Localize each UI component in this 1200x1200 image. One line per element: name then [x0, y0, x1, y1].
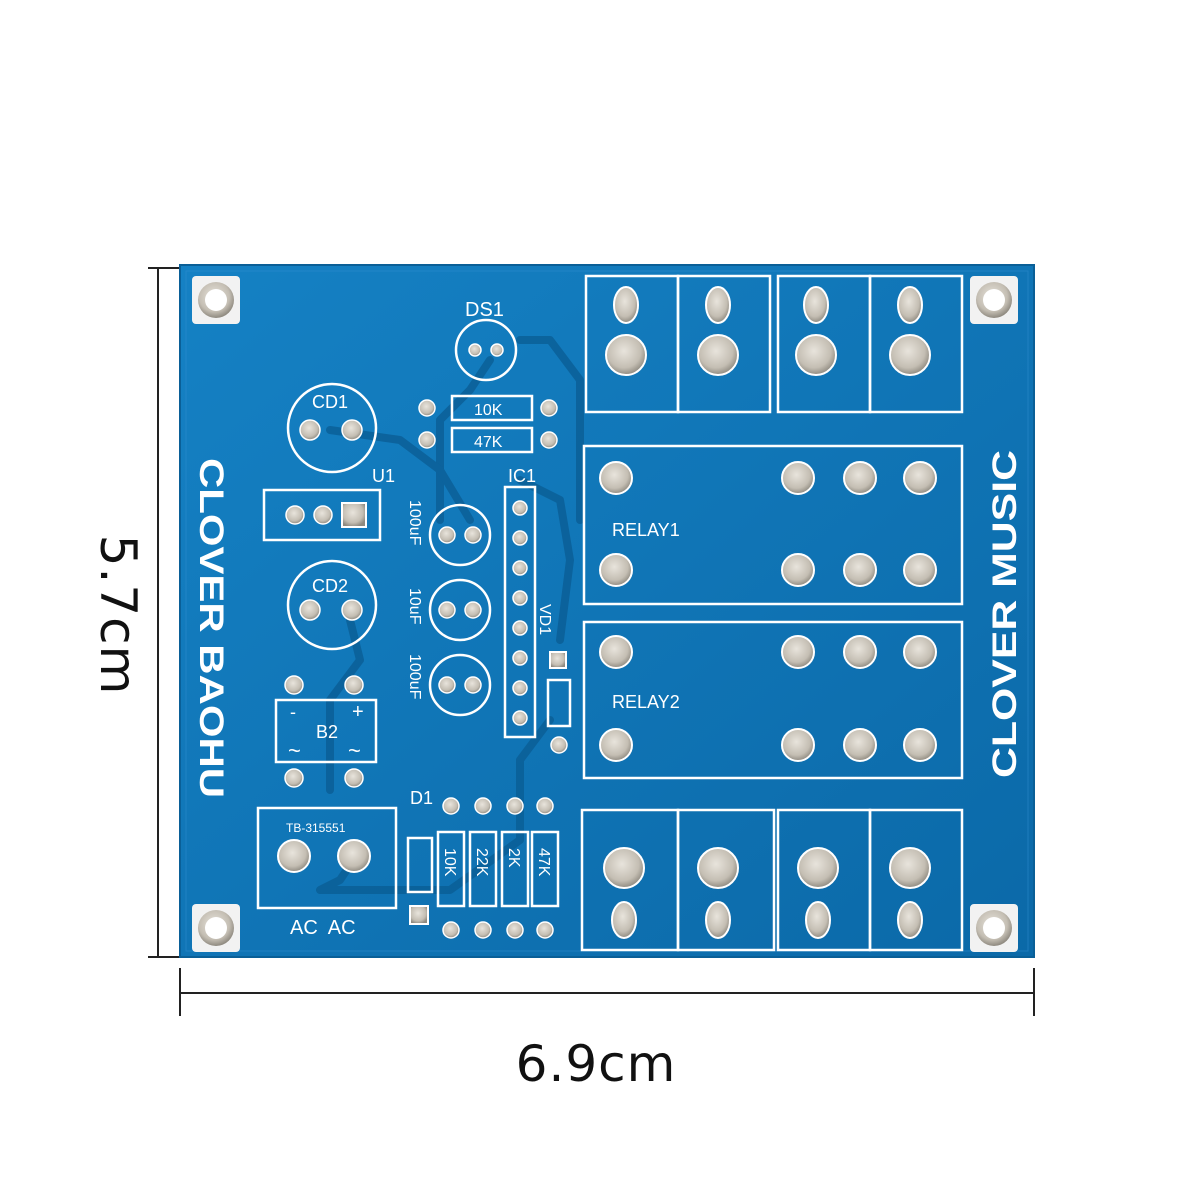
b2-plus-label: +: [352, 701, 364, 723]
cap2-label: 10uF: [406, 588, 423, 625]
silkscreen-labels: DS1 CD1 CD2 U1 IC1 B2 - + ~ ~ D1 TB-3155…: [192, 299, 1024, 939]
cap3-label: 100uF: [406, 654, 423, 700]
resistor-bottom-1-label: 10K: [441, 848, 458, 877]
brand-left-label: CLOVER BAOHU: [192, 458, 230, 798]
b2-minus-label: -: [290, 702, 296, 722]
cap1-label: 100uF: [406, 500, 423, 546]
pcb-board: [179, 264, 1035, 958]
d1-label: D1: [410, 788, 433, 808]
b2-ac-right-label: ~: [348, 738, 361, 763]
resistor-10k-label: 10K: [474, 402, 503, 419]
cd1-label: CD1: [312, 392, 348, 412]
copper-traces: [316, 336, 584, 894]
resistor-bottom-4-label: 47K: [535, 848, 552, 877]
brand-right-label: CLOVER MUSIC: [986, 450, 1024, 778]
cd2-label: CD2: [312, 576, 348, 596]
width-dimension-label: 6.9cm: [515, 1035, 677, 1093]
b2-label: B2: [316, 722, 338, 742]
relay1-label: RELAY1: [612, 520, 680, 540]
mounting-holes: [192, 276, 1018, 952]
ac-label: AC AC: [290, 917, 356, 939]
height-dimension-label: 5.7cm: [89, 534, 147, 696]
resistor-47k-label: 47K: [474, 434, 503, 451]
pads: [277, 286, 937, 939]
relay2-label: RELAY2: [612, 692, 680, 712]
ds1-label: DS1: [465, 299, 504, 321]
b2-ac-left-label: ~: [288, 738, 301, 763]
tb-label: TB-315551: [286, 821, 346, 835]
u1-label: U1: [372, 466, 395, 486]
vd1-label: VD1: [536, 604, 553, 635]
dimension-lines: [148, 267, 1035, 1016]
resistor-bottom-3-label: 2K: [505, 848, 522, 868]
silkscreen: [256, 274, 964, 952]
ic1-label: IC1: [508, 466, 536, 486]
resistor-bottom-2-label: 22K: [473, 848, 490, 877]
